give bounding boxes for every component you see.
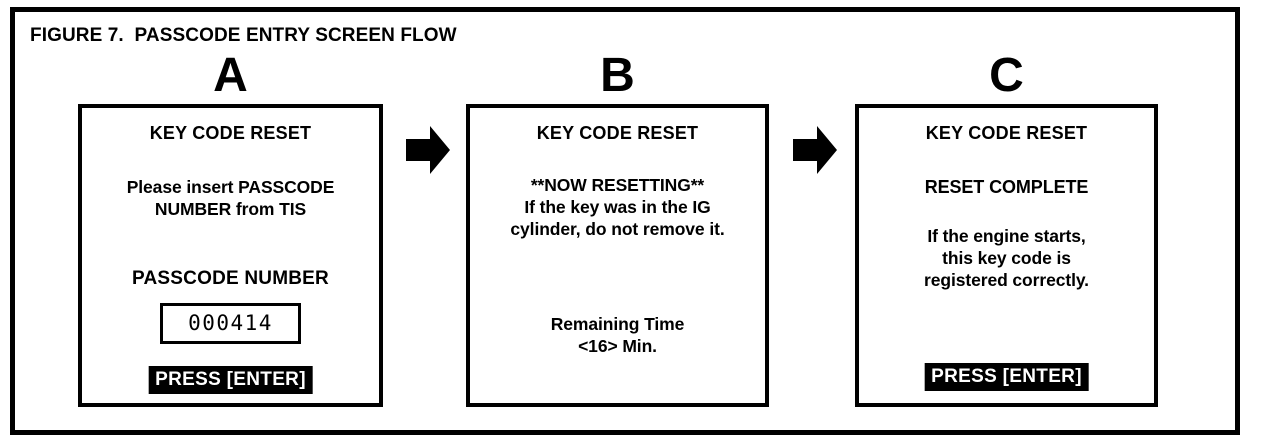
arrow-right-icon xyxy=(793,126,837,174)
step-letter-b: B xyxy=(600,49,635,102)
panel-a-heading: KEY CODE RESET xyxy=(149,123,312,143)
screen-panel-a: KEY CODE RESET Please insert PASSCODE NU… xyxy=(78,104,383,407)
screen-panel-b: KEY CODE RESET **NOW RESETTING** If the … xyxy=(466,104,769,407)
screen-panel-c: KEY CODE RESET RESET COMPLETE If the eng… xyxy=(855,104,1158,407)
passcode-number-label: PASSCODE NUMBER xyxy=(132,268,329,289)
step-letter-c: C xyxy=(989,49,1024,102)
step-letter-a: A xyxy=(213,49,248,102)
panel-c-status-text: RESET COMPLETE xyxy=(924,177,1089,197)
panel-b-heading: KEY CODE RESET xyxy=(536,123,699,143)
panel-c-heading: KEY CODE RESET xyxy=(925,123,1088,143)
press-enter-button-a[interactable]: PRESS [ENTER] xyxy=(148,366,313,394)
panel-c-note-text: If the engine starts, this key code is r… xyxy=(924,226,1089,290)
figure-title: FIGURE 7. PASSCODE ENTRY SCREEN FLOW xyxy=(30,25,457,46)
panel-a-instruction-text: Please insert PASSCODE NUMBER from TIS xyxy=(126,177,335,219)
press-enter-button-c[interactable]: PRESS [ENTER] xyxy=(924,363,1089,391)
passcode-input[interactable]: 000414 xyxy=(160,303,301,344)
arrow-right-icon xyxy=(406,126,450,174)
panel-b-status-text: **NOW RESETTING** If the key was in the … xyxy=(510,175,725,239)
panel-b-remaining-time: Remaining Time <16> Min. xyxy=(550,314,685,356)
passcode-value: 000414 xyxy=(188,311,273,335)
